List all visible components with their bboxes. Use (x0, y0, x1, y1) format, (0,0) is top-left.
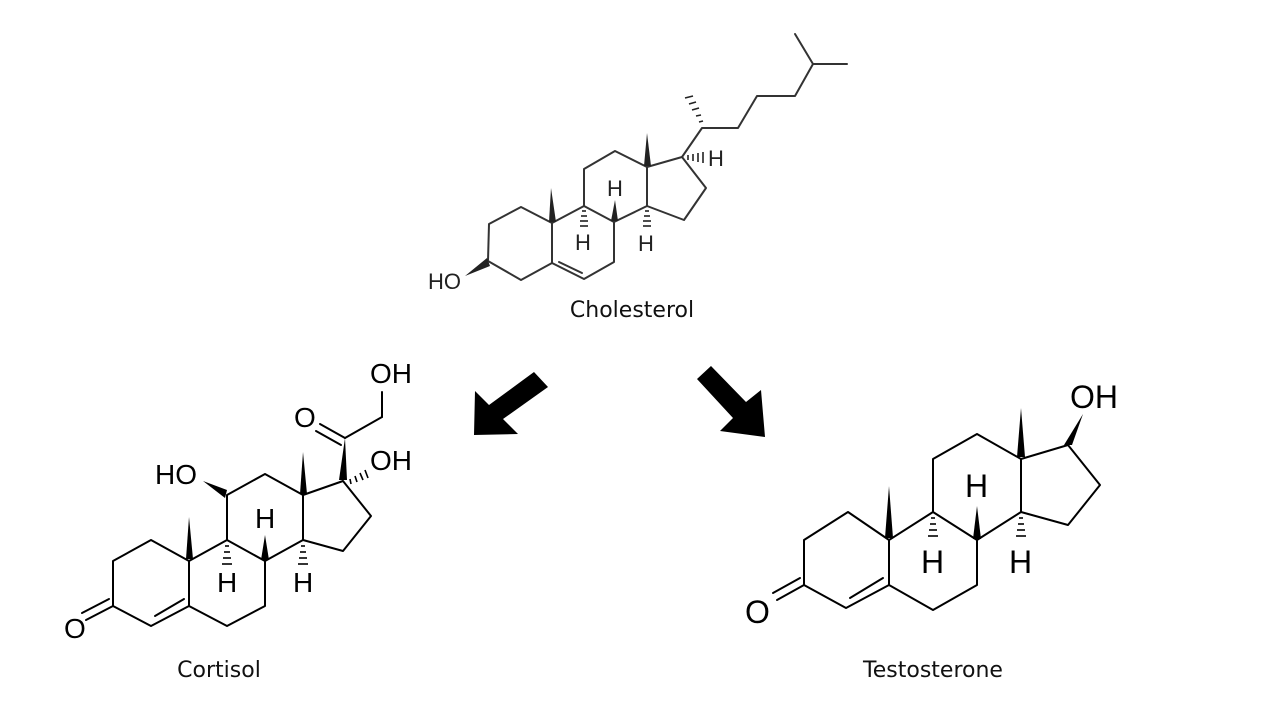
cortisol-h-c8-wedge (261, 535, 269, 560)
cortisol-c20-c21-bond (344, 416, 383, 439)
testosterone-ring-c (932, 433, 1022, 541)
cortisol-h-c8-label: H (255, 503, 275, 534)
cortisol-side-chain-o-label: O (294, 402, 316, 433)
c19-methyl-wedge (549, 188, 556, 222)
c3-hydroxyl-wedge (465, 258, 490, 276)
cortisol-c20-ketone-2 (315, 430, 342, 446)
testosterone-c17-hydroxyl-label: OH (1070, 379, 1118, 415)
side-chain (681, 63, 848, 158)
cholesterol-h-c14-label: H (638, 231, 654, 256)
ring-d (646, 156, 707, 221)
testosterone-structure: O OH H H H Testosterone (745, 379, 1118, 683)
side-chain-isopropyl (794, 33, 814, 65)
cortisol-ring-c (226, 473, 304, 562)
double-bond-c5-c6 (558, 261, 583, 274)
arrow-down-right-icon (697, 366, 765, 437)
cortisol-ketone-bond-2 (81, 598, 110, 614)
testosterone-ring-a (803, 511, 890, 609)
cortisol-c19-methyl-wedge (186, 517, 193, 559)
arrow-down-left-icon (474, 372, 548, 435)
testosterone-c17-hydroxyl-wedge (1064, 414, 1083, 445)
cortisol-c17-hydroxyl-label: OH (370, 445, 412, 476)
cortisol-ring-d (302, 480, 372, 552)
cortisol-double-bond-c4-c5 (154, 598, 185, 617)
cholesterol-h-c9-label: H (575, 230, 591, 255)
ring-c (583, 150, 648, 223)
ring-b (551, 205, 615, 280)
testosterone-h-c14-label: H (1009, 544, 1032, 580)
h-c8-wedge (611, 200, 618, 221)
testosterone-ring-b (888, 511, 978, 611)
c18-methyl-wedge (644, 133, 651, 166)
ring-a (487, 206, 553, 281)
cortisol-caption: Cortisol (177, 658, 261, 683)
testosterone-hashed-bonds (928, 517, 1026, 537)
cortisol-ring-b (188, 539, 266, 627)
cholesterol-structure: HO H H H H Cholesterol (428, 33, 848, 323)
hashed-bonds (580, 95, 704, 227)
cortisol-h-c9-label: H (217, 567, 237, 598)
cholesterol-h-c17-label: H (708, 146, 724, 171)
cortisol-structure: O HO O OH OH H H H Cortisol (64, 358, 412, 683)
testosterone-ketone-o-label: O (745, 594, 770, 630)
cortisol-c11-hydroxyl-wedge (203, 481, 227, 498)
cortisol-h-c14-label: H (293, 567, 313, 598)
testosterone-double-bond-c4-c5 (849, 577, 884, 599)
cortisol-ketone-o-label: O (64, 613, 86, 644)
testosterone-h-c8-label: H (965, 468, 988, 504)
testosterone-ketone-bond-1 (776, 584, 805, 601)
cortisol-c20-ketone-1 (319, 423, 346, 439)
cortisol-c17-sidechain-wedge (339, 438, 347, 480)
cortisol-side-chain-oh-label: OH (370, 358, 412, 389)
cortisol-c11-hydroxyl-label: HO (155, 459, 197, 490)
testosterone-ring-d (1020, 444, 1101, 526)
cholesterol-caption: Cholesterol (570, 298, 694, 323)
cortisol-hashed-bonds (222, 469, 369, 565)
testosterone-c18-methyl-wedge (1017, 408, 1025, 457)
testosterone-ketone-bond-2 (772, 577, 801, 594)
testosterone-c19-methyl-wedge (885, 486, 893, 538)
cholesterol-hydroxyl-label: HO (428, 269, 461, 294)
cortisol-ketone-bond-1 (85, 605, 114, 621)
cholesterol-h-c8-label: H (607, 176, 623, 201)
cortisol-c18-methyl-wedge (300, 452, 307, 494)
cortisol-ring-a (112, 539, 190, 627)
testosterone-h-c9-label: H (921, 544, 944, 580)
testosterone-h-c8-wedge (973, 506, 981, 539)
testosterone-caption: Testosterone (862, 658, 1003, 683)
